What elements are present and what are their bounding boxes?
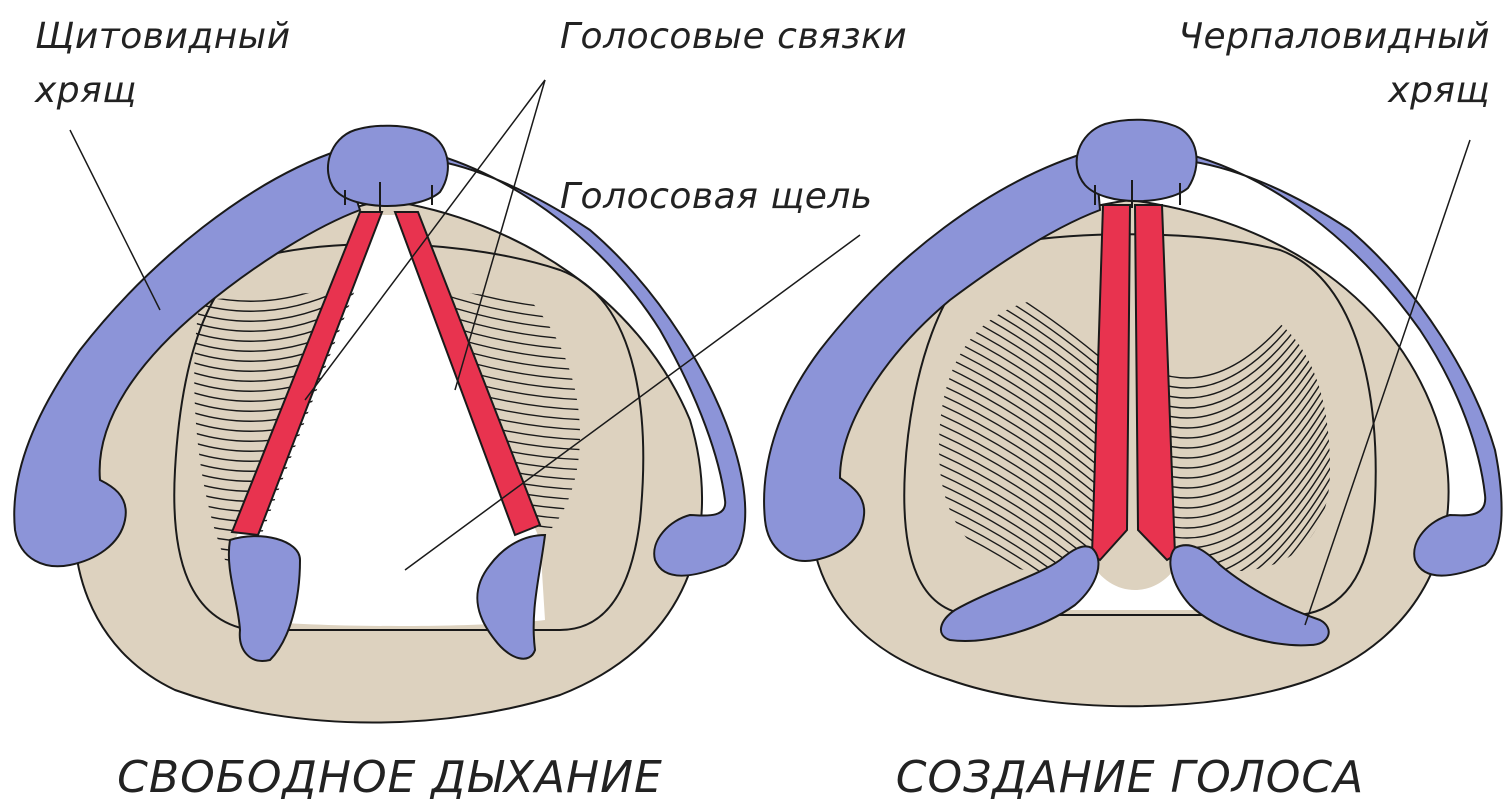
label-arytenoid-line1: Черпаловидный <box>1178 16 1490 57</box>
caption-free-breathing: СВОБОДНОЕ ДЫХАНИЕ <box>117 752 663 803</box>
larynx-closed-phonation <box>764 120 1501 707</box>
label-vocal-cords: Голосовые связки <box>560 16 907 57</box>
leader-thyroid <box>70 130 160 310</box>
caption-voice-production: СОЗДАНИЕ ГОЛОСА <box>896 752 1365 803</box>
label-arytenoid-line2: хрящ <box>1387 70 1490 111</box>
label-thyroid-line2: хрящ <box>34 70 137 111</box>
label-thyroid-line1: Щитовидный <box>35 16 291 57</box>
label-glottis: Голосовая щель <box>560 176 873 217</box>
